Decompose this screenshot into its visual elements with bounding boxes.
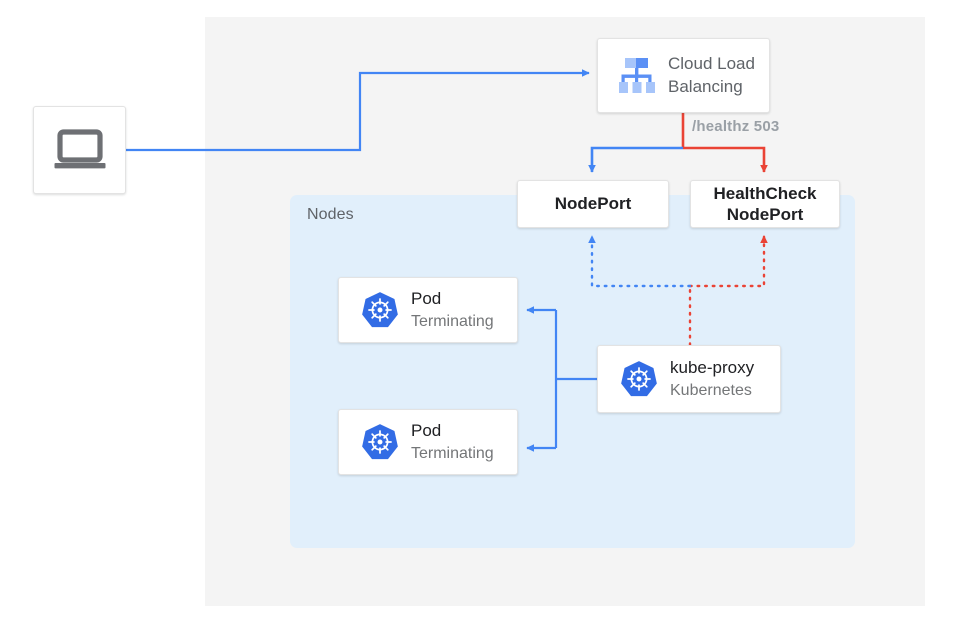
pod-node-2[interactable]: Pod Terminating — [338, 409, 518, 475]
kubernetes-icon — [598, 360, 670, 398]
pod-2-text: Pod Terminating — [411, 420, 494, 464]
pod-1-status: Terminating — [411, 312, 494, 330]
nodes-panel-label: Nodes — [307, 206, 354, 223]
kube-proxy-subtitle: Kubernetes — [670, 381, 752, 399]
laptop-icon — [53, 128, 107, 172]
pod-2-status: Terminating — [411, 444, 494, 462]
pod-2-title: Pod — [411, 421, 442, 441]
kube-proxy-node[interactable]: kube-proxy Kubernetes — [597, 345, 781, 413]
cloud-load-balancing-icon — [598, 56, 668, 96]
healthcheck-nodeport-line2: NodePort — [726, 205, 804, 224]
healthcheck-nodeport-node[interactable]: HealthCheck NodePort — [690, 180, 840, 228]
cloud-lb-line1: Cloud Load — [668, 53, 755, 73]
kubernetes-icon — [339, 291, 411, 329]
healthcheck-nodeport-line1: HealthCheck — [713, 183, 817, 203]
pod-node-1[interactable]: Pod Terminating — [338, 277, 518, 343]
healthz-status-label: /healthz 503 — [692, 118, 780, 135]
pod-1-text: Pod Terminating — [411, 288, 494, 332]
cloud-lb-line2: Balancing — [668, 76, 743, 96]
kube-proxy-text: kube-proxy Kubernetes — [670, 357, 754, 401]
cloud-load-balancing-node[interactable]: Cloud Load Balancing — [597, 38, 770, 113]
client-node[interactable] — [33, 106, 126, 194]
pod-1-title: Pod — [411, 289, 442, 309]
kube-proxy-title: kube-proxy — [670, 358, 755, 378]
healthcheck-nodeport-label: HealthCheck NodePort — [691, 181, 839, 227]
cloud-load-balancing-text: Cloud Load Balancing — [668, 53, 755, 98]
nodeport-node[interactable]: NodePort — [517, 180, 669, 228]
nodeport-label: NodePort — [554, 194, 632, 214]
kubernetes-icon — [339, 423, 411, 461]
